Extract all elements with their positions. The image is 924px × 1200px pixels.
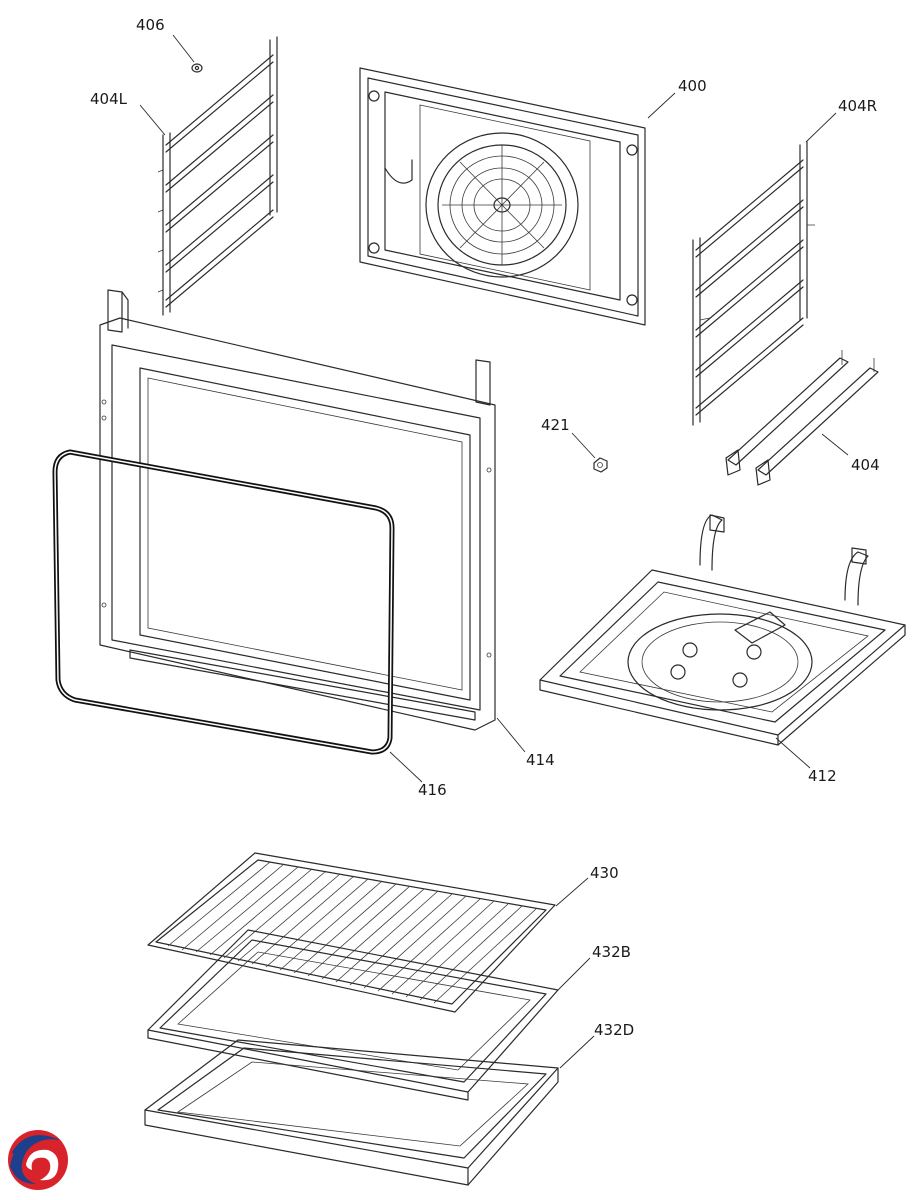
label-432D: 432D [594,1021,634,1039]
part-432D-deep-tray [144,1039,559,1186]
label-404: 404 [851,456,880,474]
part-404-telescopic-rails [725,350,879,486]
label-416: 416 [418,781,447,799]
leader-lines [139,34,849,1069]
part-432B-shallow-tray [147,929,559,1101]
label-412: 412 [808,767,837,785]
part-414-front-frame [99,289,496,731]
label-430: 430 [590,864,619,882]
part-labels: 406 404L 400 404R 421 404 414 416 412 43… [90,16,880,1039]
label-400: 400 [678,77,707,95]
label-432B: 432B [592,943,631,961]
label-414: 414 [526,751,555,769]
label-421: 421 [541,416,570,434]
swirl-logo-icon [8,1130,68,1190]
part-421-nut [593,457,608,473]
label-404R: 404R [838,97,877,115]
part-404L-left-shelf-runner [157,36,278,316]
label-404L: 404L [90,90,128,108]
part-412-bottom-panel [539,514,906,746]
label-406: 406 [136,16,165,34]
part-404R-right-shelf-runner [692,141,815,426]
part-416-door-gasket [52,449,395,755]
part-400-rear-panel-fan [359,67,646,326]
part-406-clip [191,63,203,73]
part-430-wire-shelf [147,852,556,1013]
